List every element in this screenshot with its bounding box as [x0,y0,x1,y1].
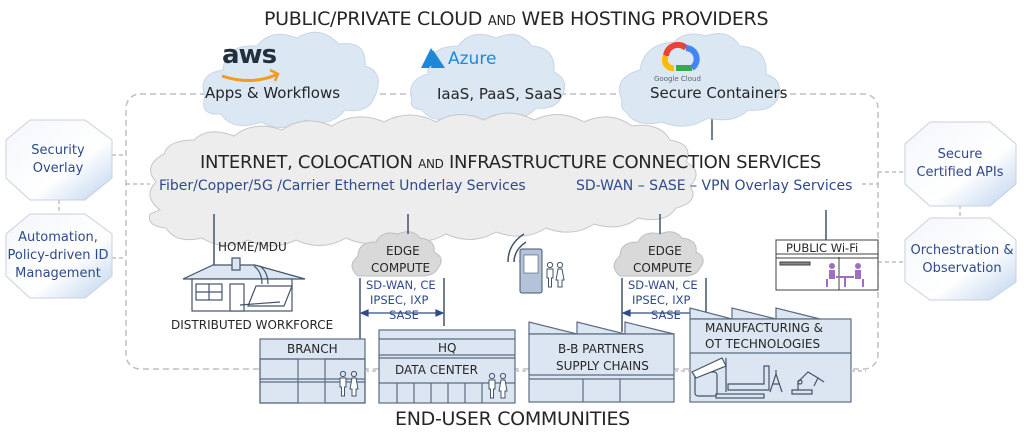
orchestration-label: Orchestration & Observation [910,243,1014,276]
home-icon [182,257,306,312]
edge1-line1: EDGE [386,244,420,258]
partners-label-2: SUPPLY CHAINS [556,359,649,373]
google-cloud-logo-icon [661,41,700,72]
edge-compute-cloud-1 [351,231,442,277]
partners-label-1: B-B PARTNERS [558,342,645,356]
cafe-people-icon [826,263,864,287]
hq-label: HQ [438,341,457,355]
home-label: HOME/MDU [218,240,287,254]
edge2-svc3: SASE [651,308,681,322]
edge-compute-cloud-2 [613,231,704,277]
wifi-label: PUBLIC Wi-Fi [786,241,859,255]
aws-cloud [202,31,379,128]
industrial-equipment-icon [691,357,825,399]
underlay-services-label: Fiber/Copper/5G /Carrier Ethernet Underl… [159,178,526,194]
google-cloud-logo: Google Cloud [654,75,701,83]
edge1-arrow [359,309,445,317]
title-part: WEB HOSTING PROVIDERS [521,8,769,30]
internet-colocation-cloud [148,112,697,247]
branch-building [259,338,366,404]
keypad-icon [523,254,539,274]
manufacturing-label-1: MANUFACTURING & [705,321,823,335]
azure-cloud [410,33,566,123]
aws-label: Apps & Workflows [205,84,341,102]
title-part-small: AND [487,14,516,29]
security-overlay-label: Security Overlay [31,143,85,176]
edge2-line1: EDGE [648,244,682,258]
core-heading-small: AND [418,157,444,171]
core-heading-part: INTERNET, COLOCATION [200,152,413,173]
aws-smile-icon [221,72,279,82]
aws-logo: aws [222,40,277,70]
google-cloud-label: Secure Containers [650,84,788,102]
edge1-svc2: IPSEC, IXP [370,293,429,307]
edge2-svc2: IPSEC, IXP [632,293,691,307]
aws-arrow-icon [269,68,280,82]
edge1-line2: COMPUTE [371,261,431,275]
azure-logo: Azure [448,49,497,69]
edge1-svc3: SASE [389,308,419,322]
google-cloud-cloud [618,33,780,127]
workforce-label: DISTRIBUTED WORKFORCE [171,318,334,332]
datacenter-label: DATA CENTER [395,363,478,377]
title-part: PUBLIC/PRIVATE CLOUD [264,8,483,30]
edge2-line2: COMPUTE [633,261,693,275]
edge2-svc1: SD-WAN, CE [628,278,698,292]
automation-octagon [5,213,113,299]
person-icon [555,261,565,288]
automation-label: Automation, Policy-driven ID Management [7,230,109,281]
core-cloud-heading: INTERNET, COLOCATION AND INFRASTRUCTURE … [200,152,821,173]
azure-logo-icon [421,48,445,68]
footer-label: END-USER COMMUNITIES [395,408,630,430]
person-icon [546,261,554,288]
azure-label: IaaS, PaaS, SaaS [437,85,563,103]
security-overlay-octagon [5,119,113,201]
overlay-services-label: SD-WAN – SASE – VPN Overlay Services [576,178,853,194]
public-wifi-box [775,239,879,291]
manufacturing-label-2: OT TECHNOLOGIES [705,337,821,351]
orchestration-octagon [904,217,1017,301]
secure-apis-label: Secure Certified APIs [916,147,1004,180]
secure-apis-octagon [904,121,1017,207]
branch-label: BRANCH [287,342,338,356]
hq-building [378,329,516,404]
edge1-svc1: SD-WAN, CE [366,278,436,292]
diagram-title: PUBLIC/PRIVATE CLOUD AND WEB HOSTING PRO… [264,8,769,30]
core-heading-part: INFRASTRUCTURE CONNECTION SERVICES [449,152,822,173]
partners-building [528,321,675,403]
